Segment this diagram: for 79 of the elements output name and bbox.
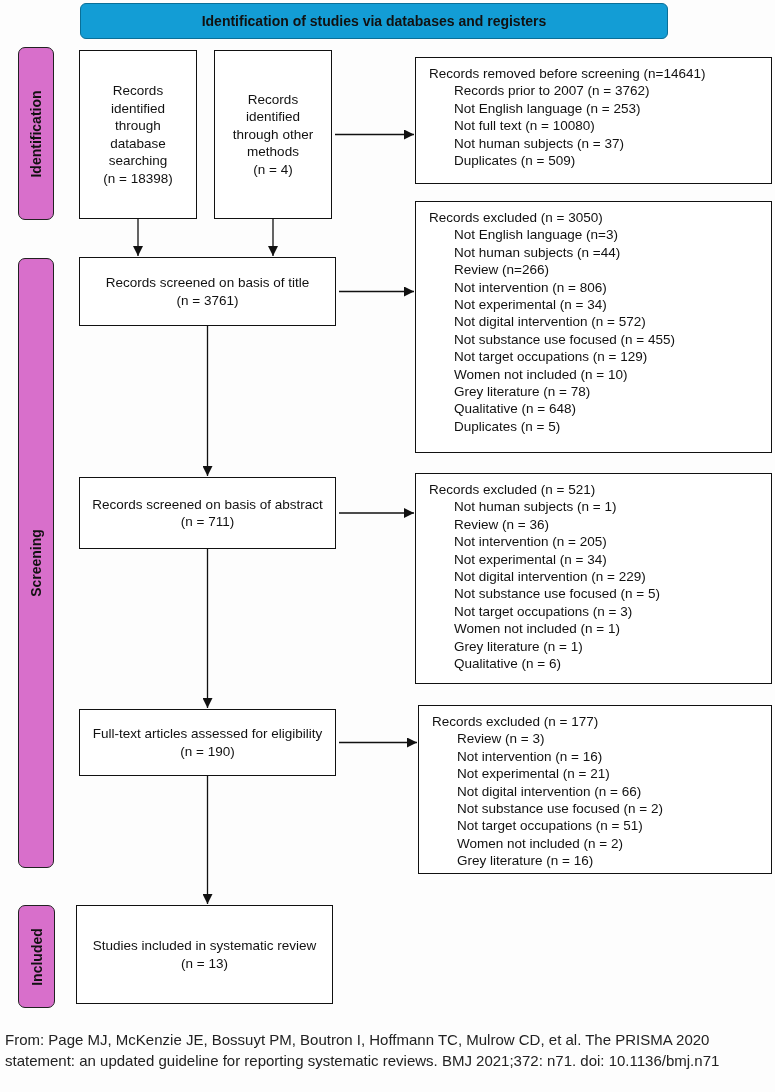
list-item: Not intervention (n = 205) — [454, 533, 608, 551]
arrow — [133, 218, 143, 257]
list-item: Qualitative (n = 648) — [454, 400, 577, 418]
box-text: Records screened on basis of abstract — [92, 495, 323, 513]
list-item: Women not included (n = 1) — [454, 620, 621, 638]
exclusion-box — [415, 57, 772, 184]
list-item: Review (n = 36) — [454, 515, 550, 534]
list-item: Not substance use focused (n = 5) — [454, 585, 661, 603]
list-item: Not experimental (n = 21) — [457, 765, 611, 783]
list-item: Not digital intervention (n = 66) — [457, 782, 643, 801]
box-text: Records identified through database searching — [107, 82, 169, 170]
list-item: Not digital intervention (n = 572) — [454, 313, 647, 331]
list-item: Review (n = 3) — [457, 730, 546, 748]
count-text: (n = 711) — [180, 513, 235, 531]
exclusion-box — [415, 473, 772, 684]
arrow — [202, 548, 213, 709]
source-citation: From: Page MJ, McKenzie JE, Bossuyt PM, Boutron I, Hoffmann TC, Mulrow CD, et al. The PRISMA 2020 statement: an updated guideline for reporting systematic reviews. BMJ 2021;372: n71. doi: 10.1136/bmj.n71 — [5, 1030, 721, 1071]
exclusion-box — [418, 705, 772, 874]
list-item: Not full text (n = 10080) — [454, 117, 596, 135]
arrow — [202, 775, 213, 905]
process-box — [76, 905, 333, 1004]
count-text: (n = 3761) — [176, 291, 239, 309]
box-text: Screening — [28, 529, 44, 597]
list-item: Not target occupations (n = 51) — [457, 817, 644, 835]
list-item: Grey literature (n = 16) — [457, 852, 595, 870]
list-item: Not experimental (n = 34) — [454, 550, 608, 569]
arrow — [338, 737, 418, 748]
process-box — [79, 50, 197, 219]
box-heading: Records excluded (n = 3050) — [429, 209, 604, 227]
list-item: Duplicates (n = 5) — [454, 417, 562, 436]
box-heading: Records removed before screening (n=14641) — [429, 65, 707, 83]
list-item: Not intervention (n = 806) — [454, 278, 608, 297]
list-item: Grey literature (n = 78) — [454, 383, 592, 401]
list-item: Not target occupations (n = 129) — [454, 348, 649, 366]
box-heading: Records excluded (n = 177) — [432, 713, 600, 731]
section-header — [80, 3, 668, 39]
list-item: Not target occupations (n = 3) — [454, 602, 634, 621]
box-text: Records identified through other methods — [231, 90, 315, 161]
list-item: Women not included (n = 10) — [454, 365, 629, 384]
list-item: Not human subjects (n = 37) — [454, 134, 625, 153]
list-item: Review (n=266) — [454, 261, 550, 279]
list-item: Not human subjects (n = 1) — [454, 498, 618, 516]
list-item: Not substance use focused (n = 2) — [457, 800, 664, 818]
process-box — [79, 709, 336, 776]
list-item: Not digital intervention (n = 229) — [454, 568, 647, 586]
list-item: Not substance use focused (n = 455) — [454, 330, 676, 349]
box-text: Included — [28, 927, 45, 986]
box-text: Identification of studies via databases and registers — [201, 13, 547, 29]
exclusion-box — [415, 201, 772, 453]
list-item: Records prior to 2007 (n = 3762) — [454, 82, 651, 100]
box-text: Identification — [28, 89, 44, 178]
box-text: Records screened on basis of title — [105, 274, 310, 292]
list-item: Not experimental (n = 34) — [454, 296, 608, 314]
count-text: (n = 18398) — [103, 169, 173, 187]
process-box — [79, 477, 336, 549]
arrow — [202, 325, 213, 477]
arrow — [334, 129, 415, 140]
box-text: Full-text articles assessed for eligibility — [92, 725, 323, 743]
list-item: Not English language (n = 253) — [454, 99, 642, 118]
list-item: Women not included (n = 2) — [457, 834, 624, 853]
list-item: Not intervention (n = 16) — [457, 747, 604, 766]
list-item: Duplicates (n = 509) — [454, 152, 577, 170]
process-box — [79, 257, 336, 326]
arrow — [338, 508, 415, 518]
list-item: Not English language (n=3) — [454, 226, 619, 244]
list-item: Not human subjects (n =44) — [454, 243, 622, 262]
phase-band — [18, 905, 55, 1008]
count-text: (n = 13) — [181, 954, 228, 972]
list-item: Grey literature (n = 1) — [454, 637, 584, 656]
count-text: (n = 190) — [180, 742, 235, 760]
box-heading: Records excluded (n = 521) — [429, 481, 597, 499]
phase-band — [18, 258, 54, 868]
phase-band — [18, 47, 54, 220]
process-box — [214, 50, 332, 219]
arrow — [268, 218, 278, 257]
box-text: Studies included in systematic review — [92, 937, 317, 955]
list-item: Qualitative (n = 6) — [454, 655, 562, 673]
arrow — [338, 286, 415, 297]
count-text: (n = 4) — [253, 160, 293, 179]
